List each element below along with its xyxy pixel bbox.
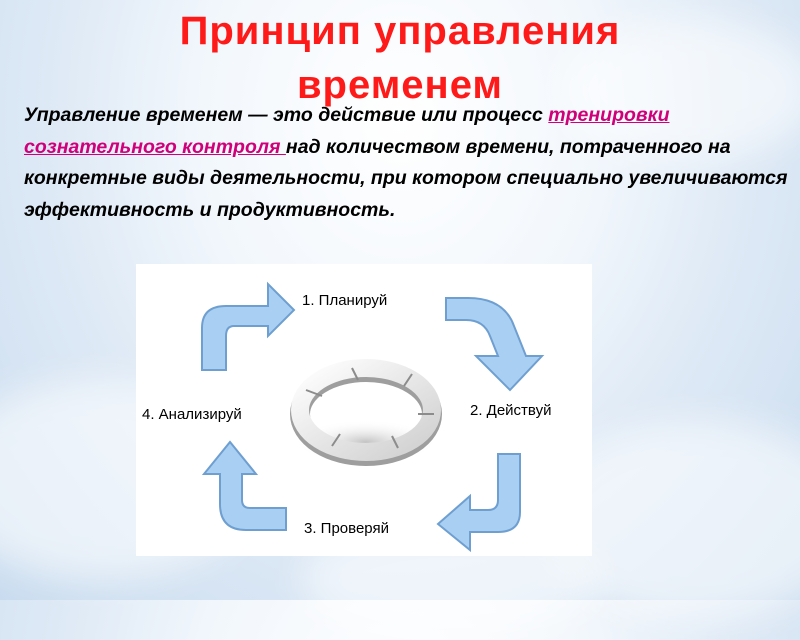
cycle-ring-icon	[290, 356, 442, 470]
definition-text: Управление временем — это действие или п…	[24, 100, 794, 226]
step-check: 3. Проверяй	[304, 520, 389, 537]
cycle-diagram-graphic	[201, 281, 545, 553]
step-act: 2. Действуй	[470, 402, 552, 419]
arrow-check-to-analyze	[201, 440, 287, 531]
title-line-1: Принцип управления	[179, 9, 621, 53]
step-analyze: 4. Анализируй	[142, 406, 242, 423]
arrow-act-to-check	[436, 453, 521, 553]
cycle-diagram: 1. Планируй 2. Действуй 3. Проверяй 4. А…	[136, 264, 592, 556]
step-plan: 1. Планируй	[302, 292, 388, 309]
definition-part-2: над количеством времени, потраченного на…	[24, 135, 788, 221]
definition-part-1: Управление временем — это действие или п…	[24, 104, 549, 126]
title-line-2: временем	[296, 63, 504, 107]
arrow-plan-to-act	[445, 297, 545, 392]
arrow-analyze-to-plan	[201, 281, 296, 371]
slide-title: Принцип управления временем	[0, 4, 800, 112]
definition-link[interactable]: тренировки сознательного контроля	[24, 104, 670, 158]
